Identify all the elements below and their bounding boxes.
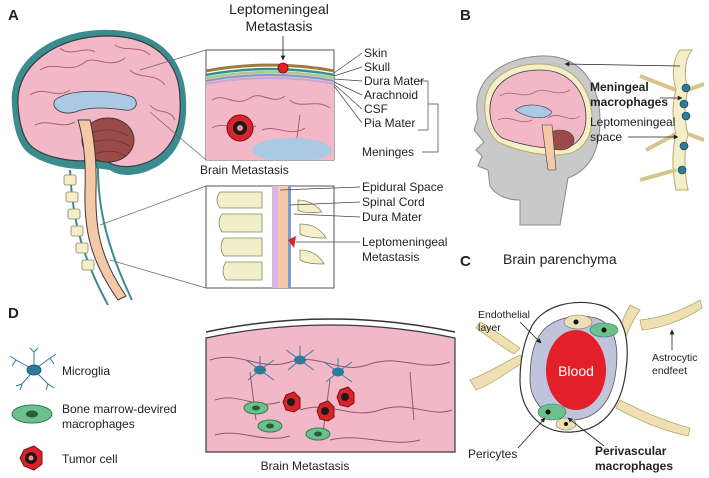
perivascular-line1: Perivascular	[595, 444, 667, 458]
label-pia-mater: Pia Mater	[364, 116, 415, 130]
meningeal-macrophages-line2: macrophages	[590, 95, 668, 109]
tissue-microglia	[245, 346, 353, 383]
perivascular-macrophage	[537, 403, 567, 421]
vertebrae	[63, 174, 95, 271]
gyri-lines	[29, 44, 176, 126]
tumor-legend-label: Tumor cell	[62, 452, 118, 466]
blood-lumen	[546, 330, 606, 410]
astrocytic-line1: Astrocytic	[652, 352, 698, 364]
lepto-title-line1: Leptomeningeal	[229, 1, 329, 17]
label-spine-dura-mater: Dura Mater	[362, 210, 422, 224]
zoom-connectors	[99, 49, 207, 289]
legend-microglia-icon	[9, 347, 57, 391]
spine-inset	[205, 185, 335, 289]
ventricle	[53, 90, 137, 114]
label-csf: CSF	[364, 102, 388, 116]
meninges-layer-labels: Skin Skull Dura Mater Arachnoid CSF Pia …	[364, 46, 424, 130]
panel-label-a: A	[8, 7, 19, 24]
legend-tumor-icon	[19, 445, 43, 471]
spinal-lepto-tumor	[288, 236, 296, 248]
panel-label-c: C	[460, 253, 471, 270]
endothelial-line2: layer	[478, 322, 501, 334]
label-epidural-space: Epidural Space	[362, 180, 444, 194]
head-profile-illustration	[473, 55, 601, 226]
label-skin: Skin	[364, 46, 387, 60]
label-spine-lepto-line1: Leptomeningeal	[362, 235, 447, 249]
panel-label-b: B	[460, 7, 471, 24]
astrocytic-line2: endfeet	[652, 365, 687, 377]
microglia-legend-label: Microglia	[62, 364, 110, 378]
label-meninges: Meninges	[362, 145, 414, 159]
spinal-cord	[77, 119, 127, 301]
bmdm-legend-line1: Bone marrow-devired	[62, 402, 177, 416]
meningeal-macrophages-line1: Meningeal	[590, 80, 649, 94]
leptomeningeal-tumor	[277, 62, 289, 74]
label-skull: Skull	[364, 60, 390, 74]
lepto-space-line2: space	[590, 130, 622, 144]
label-spine-lepto-line2: Metastasis	[362, 250, 419, 264]
brain-metastasis-caption: Brain Metastasis	[261, 459, 350, 473]
lepto-space-line1: Leptomeningeal	[590, 115, 675, 129]
brain-parenchyma-title: Brain parenchyma	[503, 251, 617, 267]
bmdm-legend-line2: macrophages	[62, 417, 135, 431]
lepto-title-line2: Metastasis	[246, 18, 313, 34]
pericytes-label: Pericytes	[468, 447, 517, 461]
tissue-bmdm	[243, 401, 331, 441]
label-arachnoid: Arachnoid	[364, 88, 418, 102]
meninges-inset	[205, 49, 335, 161]
tissue-tumor-cells	[282, 386, 355, 422]
brain-metastasis-tissue	[205, 318, 456, 453]
endothelial-line1: Endothelial	[478, 309, 530, 321]
leptomeningeal-space-strip	[639, 49, 705, 191]
brain-sagittal-illustration	[11, 29, 187, 306]
label-brain-metastasis: Brain Metastasis	[200, 163, 289, 177]
blood-vessel-illustration	[469, 299, 703, 437]
label-spinal-cord: Spinal Cord	[362, 195, 425, 209]
perivascular-line2: macrophages	[595, 459, 673, 473]
panel-label-d: D	[8, 305, 19, 322]
legend-bmdm-icon	[11, 404, 53, 424]
blood-label: Blood	[558, 363, 594, 379]
label-dura-mater: Dura Mater	[364, 74, 424, 88]
meningeal-macrophage-cells	[677, 83, 691, 175]
